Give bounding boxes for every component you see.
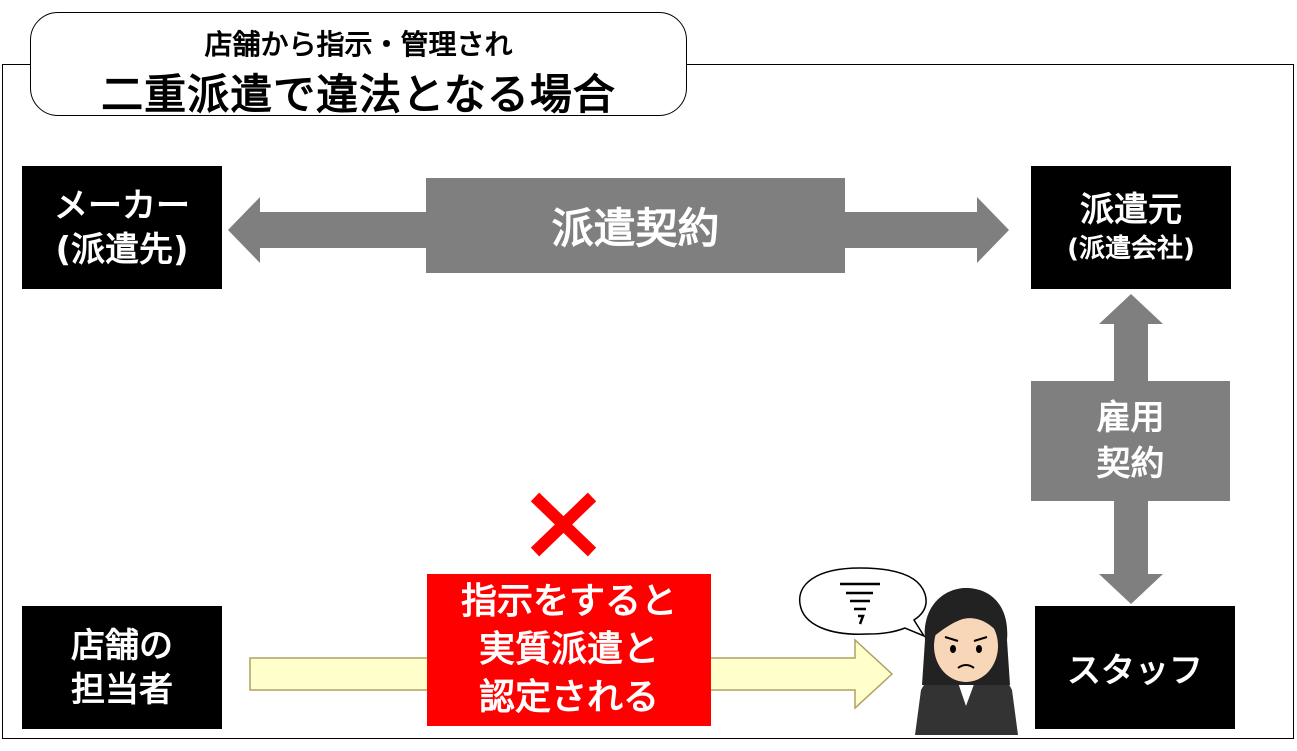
title-line2: 二重派遣で違法となる場合 <box>101 70 616 119</box>
store-node: 店舗の 担当者 <box>22 606 222 729</box>
staff-label: スタッフ <box>1067 651 1203 691</box>
warning-line3: 認定される <box>478 677 659 718</box>
store-sublabel: 担当者 <box>71 669 173 710</box>
title-box: 店舗から指示・管理され 二重派遣で違法となる場合 <box>30 12 687 119</box>
warning-line2: 実質派遣と <box>478 629 659 670</box>
dispatcher-label: 派遣元 <box>1080 189 1182 230</box>
worried-person-icon <box>915 588 1018 735</box>
employment-contract-line1: 雇用 <box>1096 398 1165 438</box>
staff-node: スタッフ <box>1035 606 1235 729</box>
employment-contract-label: 雇用 契約 <box>1031 381 1230 501</box>
dispatcher-node: 派遣元 (派遣会社) <box>1031 166 1231 289</box>
dispatch-contract-text: 派遣契約 <box>551 204 720 253</box>
warning-box: 指示をすると 実質派遣と 認定される <box>427 574 711 726</box>
cross-mark-icon <box>530 492 597 557</box>
dispatcher-sublabel: (派遣会社) <box>1067 233 1195 264</box>
title-line1: 店舗から指示・管理され <box>204 28 513 61</box>
employment-contract-line2: 契約 <box>1096 444 1165 484</box>
maker-label: メーカー <box>54 185 190 226</box>
maker-node: メーカー (派遣先) <box>22 166 222 289</box>
dispatch-contract-label: 派遣契約 <box>426 178 845 273</box>
warning-line1: 指示をすると <box>460 581 677 622</box>
speech-bubble-icon <box>798 567 927 638</box>
store-label: 店舗の <box>71 625 173 666</box>
maker-sublabel: (派遣先) <box>55 229 189 270</box>
